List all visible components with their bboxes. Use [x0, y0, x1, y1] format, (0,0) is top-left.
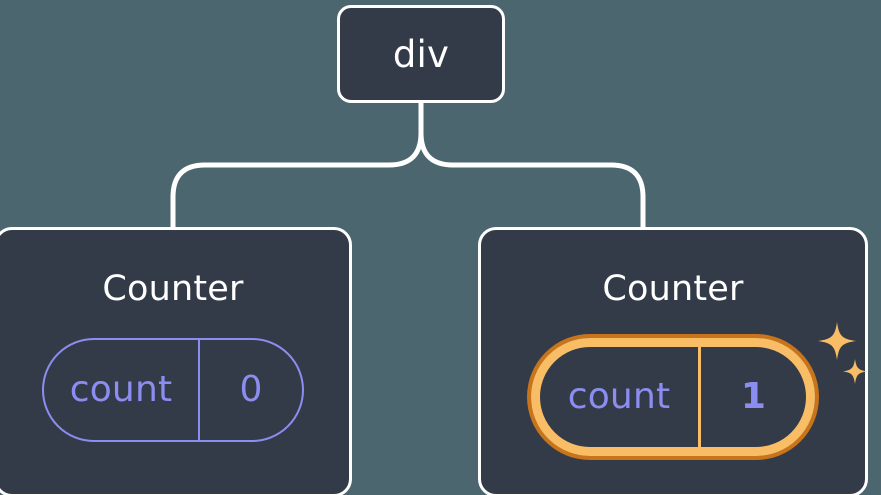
state-pill-divider-left [198, 340, 200, 440]
sparkle-small-icon [843, 359, 867, 384]
sparkle-large-icon [818, 322, 856, 360]
state-pill-wrap-left: count 0 [42, 338, 304, 442]
state-key-left: count [69, 369, 173, 410]
state-pill-left[interactable]: count 0 [42, 338, 304, 442]
state-value-left: 0 [239, 369, 263, 410]
node-root-div[interactable]: div [337, 5, 505, 103]
sparkle-group [818, 322, 867, 384]
state-pill-right[interactable]: count 1 [531, 338, 815, 456]
node-counter-right[interactable]: Counter count 1 [478, 227, 868, 495]
state-pill-divider-right [698, 347, 701, 447]
counter-right-label: Counter [602, 269, 744, 309]
state-key-right: count [567, 376, 671, 417]
connector-root-to-left-child [170, 100, 424, 234]
counter-left-label: Counter [102, 269, 244, 309]
node-counter-left[interactable]: Counter count 0 [0, 227, 352, 495]
connector-root-to-right-child [418, 100, 646, 234]
state-value-right: 1 [740, 376, 767, 417]
state-pill-wrap-right: count 1 [531, 322, 867, 456]
root-node-label: div [392, 32, 450, 76]
